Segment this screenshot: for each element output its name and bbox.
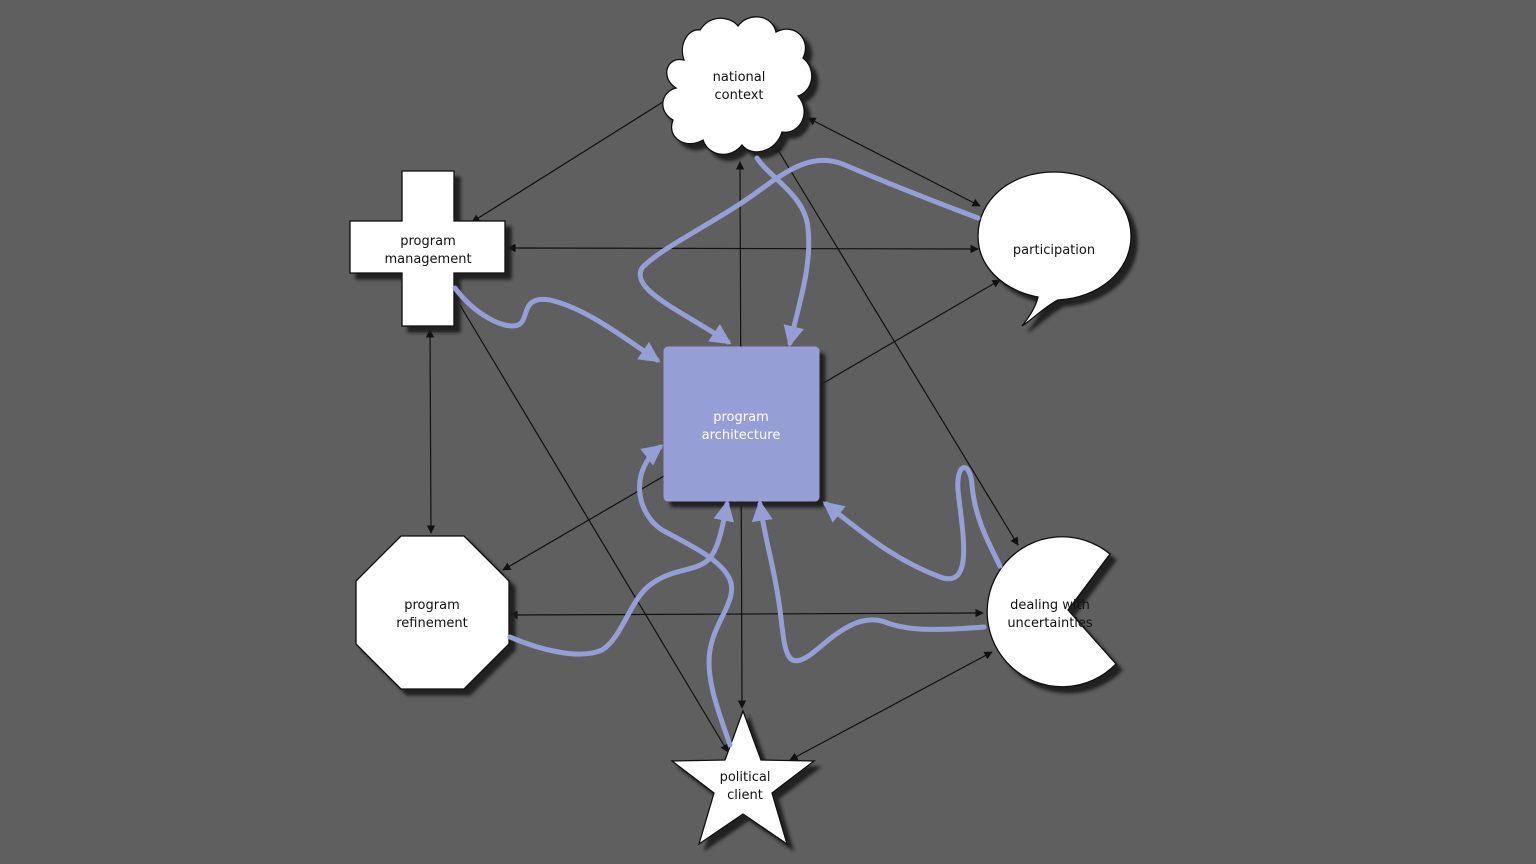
pacman-shape [986, 536, 1117, 688]
blue-connector-national-architecture [754, 155, 812, 348]
blue-connectors [452, 155, 1003, 748]
blue-connector-uncertainties-architecture-lower [751, 499, 987, 664]
blue-connector-uncertainties-architecture-upper [822, 465, 1003, 582]
cloud-shape [662, 16, 813, 155]
cross-shape [349, 170, 506, 327]
blue-connector-participation-architecture [637, 157, 981, 345]
blue-connector-political-architecture [637, 444, 735, 748]
black-connector-refinement-uncertainties [509, 608, 984, 620]
blue-connector-refinement-architecture [507, 499, 735, 657]
node-label: participation [1013, 243, 1095, 258]
speech-bubble-shape [977, 171, 1132, 327]
black-connector-management-refinement [425, 329, 436, 534]
blue-connector-management-architecture [452, 285, 661, 363]
octagon-shape [355, 535, 510, 690]
black-connector-political-uncertainties [789, 651, 993, 761]
black-connector-management-participation [507, 243, 979, 254]
star-shape [670, 709, 816, 846]
node-participation[interactable]: participation [977, 171, 1132, 327]
rounded-square-shape [663, 346, 820, 502]
black-connector-management-national [471, 94, 675, 223]
